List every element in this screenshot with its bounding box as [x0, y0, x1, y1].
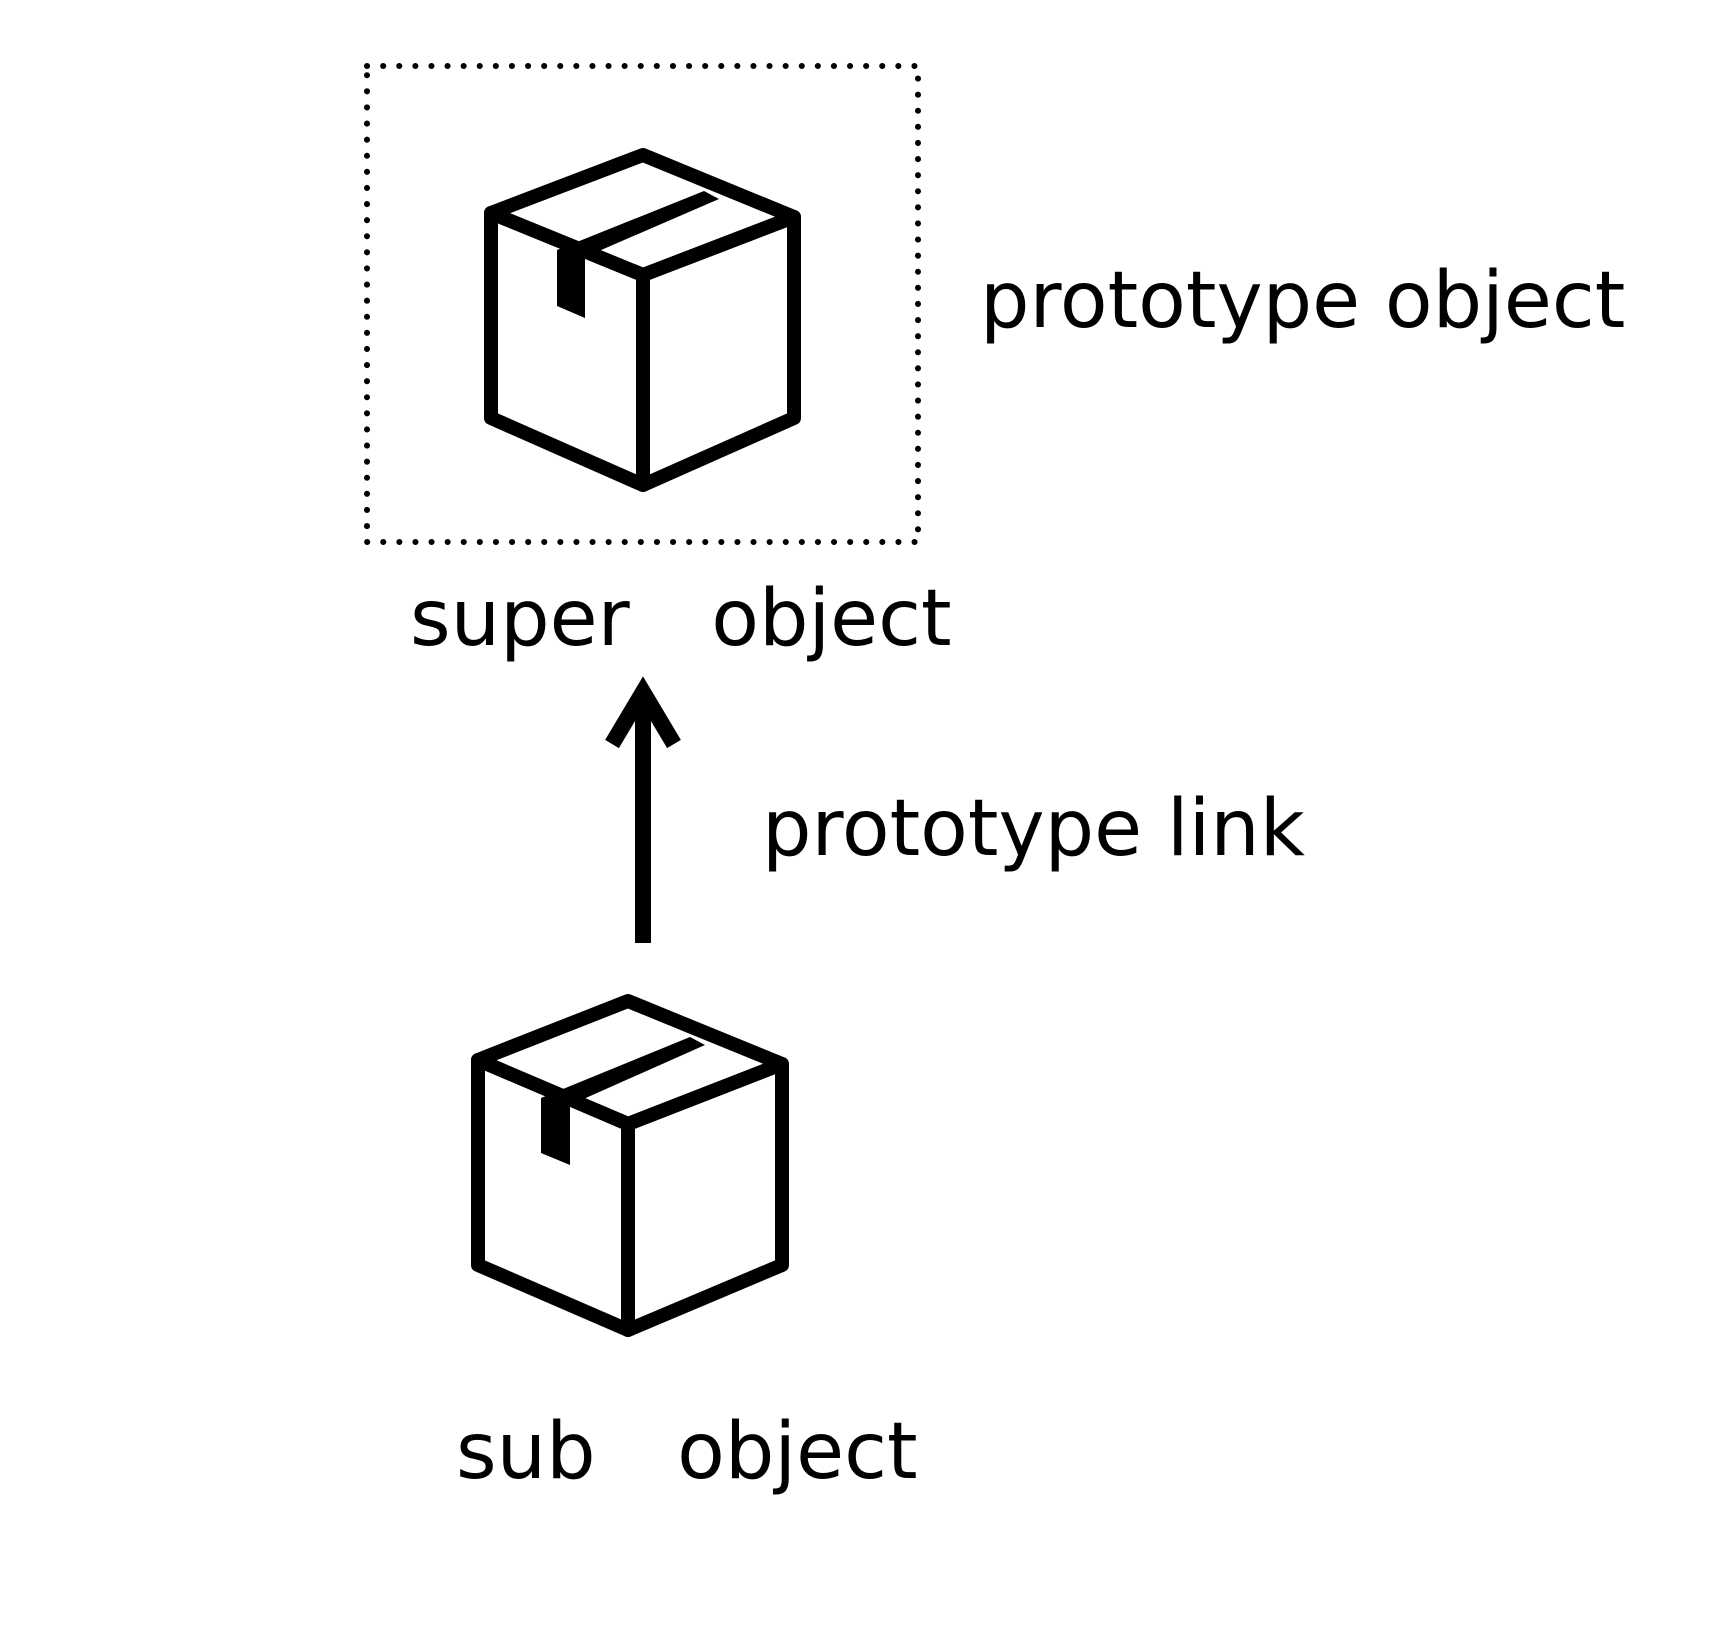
super-object-label: super object: [410, 574, 952, 664]
super-object-box-icon: [484, 148, 801, 492]
prototype-object-frame: [364, 63, 921, 545]
prototype-link-arrow-icon: [605, 676, 681, 943]
sub-object-box-icon: [471, 994, 789, 1337]
sub-object-label: sub object: [456, 1407, 918, 1497]
prototype-link-label: prototype link: [762, 784, 1305, 874]
prototype-object-label: prototype object: [980, 256, 1626, 346]
